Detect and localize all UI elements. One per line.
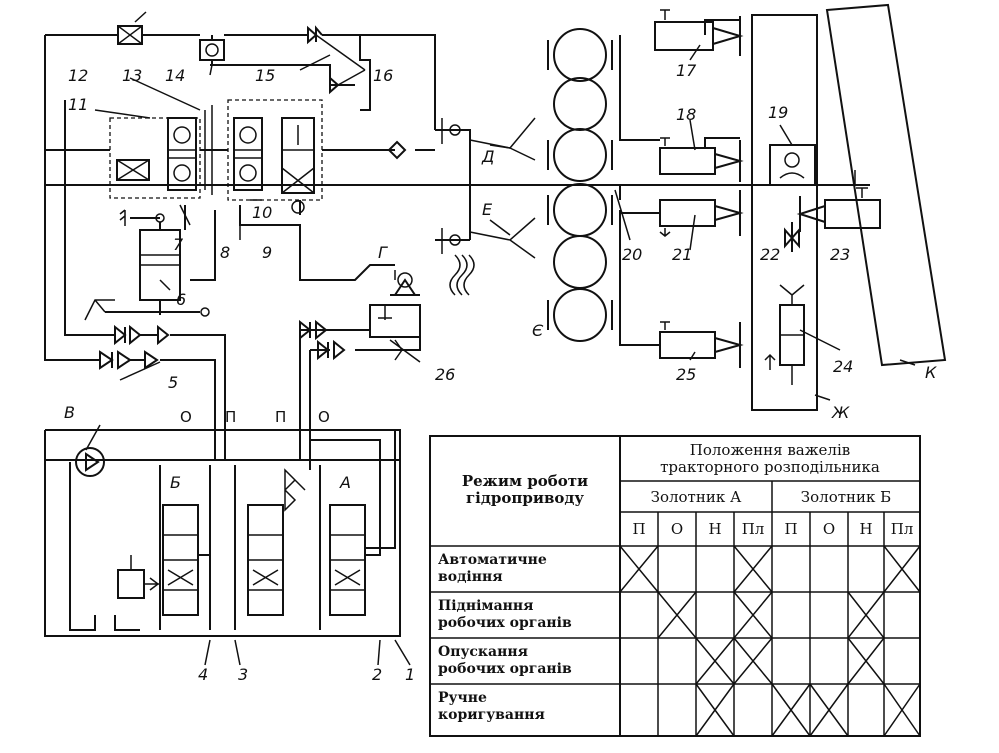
table-row-label: робочих органів — [438, 661, 572, 677]
label-6: 6 — [176, 290, 186, 309]
cylinder-6 — [84, 209, 210, 321]
label-O2: О — [318, 408, 330, 426]
label-16: 16 — [373, 66, 393, 85]
panel-zh-k — [620, 3, 947, 411]
label-10: 10 — [252, 203, 272, 222]
label-23: 23 — [830, 245, 850, 264]
table-column-header: П — [784, 520, 797, 538]
label-17: 17 — [676, 61, 697, 80]
label-5: 5 — [168, 373, 178, 392]
table-cross-mark — [847, 591, 885, 639]
label-14: 14 — [165, 66, 185, 85]
label-19: 19 — [768, 103, 788, 122]
table-header-mode-1: Режим роботи — [462, 472, 588, 490]
table-row-label: робочих органів — [438, 615, 572, 631]
cylinders-right — [620, 9, 744, 368]
label-25: 25 — [676, 365, 696, 384]
table-cross-mark — [695, 683, 735, 737]
table-header-positions-1: Положення важелів — [690, 441, 850, 459]
table-cross-mark — [883, 545, 921, 593]
table-cross-mark — [771, 683, 811, 737]
label-P2: П — [275, 408, 286, 426]
roller-stack — [547, 28, 660, 346]
table-cross-mark — [733, 545, 773, 593]
table-row-label: коригування — [438, 707, 545, 723]
table-row-label: Ручне — [438, 690, 487, 706]
label-spool-B: Б — [170, 473, 181, 492]
part-labels: 13 14 15 16 12 11 10 7 8 9 6 5 26 17 18 … — [64, 61, 937, 684]
table-cross-mark — [733, 637, 773, 685]
table-spool-b: Золотник Б — [801, 488, 891, 506]
main-pipelines — [44, 34, 621, 470]
table-header-positions-2: тракторного розподільника — [660, 458, 880, 476]
label-11: 11 — [68, 95, 88, 114]
label-B-cyr: В — [64, 403, 75, 422]
label-4: 4 — [198, 665, 208, 684]
label-Ye: Є — [532, 321, 544, 340]
table-marks — [619, 545, 921, 737]
table-column-header: Пл — [891, 520, 914, 538]
label-18: 18 — [676, 105, 696, 124]
table-column-header: Н — [708, 520, 721, 538]
table-spool-a: Золотник А — [651, 488, 742, 506]
label-9: 9 — [262, 243, 272, 262]
table-row-label: водіння — [438, 569, 503, 585]
table-row-label: Автоматичне — [438, 552, 547, 568]
label-7: 7 — [173, 235, 184, 254]
table-column-headers: П О Н Пл П О Н Пл — [632, 520, 913, 538]
table-header-mode-2: гідроприводу — [466, 489, 584, 507]
label-15: 15 — [255, 66, 275, 85]
table-column-header: О — [671, 520, 683, 538]
label-24: 24 — [833, 357, 853, 376]
label-26: 26 — [435, 365, 455, 384]
table-row-label: Опускання — [438, 644, 528, 660]
label-O1: О — [180, 408, 192, 426]
label-3: 3 — [238, 665, 248, 684]
label-2: 2 — [372, 665, 382, 684]
label-P1: П — [225, 408, 236, 426]
label-13: 13 — [122, 66, 142, 85]
table-row-label: Піднімання — [438, 598, 534, 614]
label-22: 22 — [760, 245, 780, 264]
table-column-header: П — [632, 520, 645, 538]
label-G: Г — [378, 243, 388, 262]
table-cross-mark — [847, 637, 885, 685]
label-spool-A: А — [339, 473, 351, 492]
table-column-header: Н — [859, 520, 872, 538]
label-20: 20 — [622, 245, 642, 264]
table-cross-mark — [619, 545, 659, 593]
modes-table: Режим роботи гідроприводу Положення важе… — [429, 435, 921, 737]
block-11-12 — [109, 99, 323, 214]
label-D: Д — [481, 147, 495, 166]
label-E: Е — [482, 200, 493, 219]
table-cross-mark — [809, 683, 849, 737]
table-column-header: Пл — [742, 520, 765, 538]
label-8: 8 — [220, 243, 230, 262]
table-cross-mark — [733, 591, 773, 639]
distributor — [44, 424, 411, 666]
table-cross-mark — [695, 637, 735, 685]
table-column-header: О — [823, 520, 835, 538]
label-Zh: Ж — [831, 403, 850, 422]
label-12: 12 — [68, 66, 88, 85]
label-K: К — [925, 363, 937, 382]
label-1: 1 — [405, 665, 415, 684]
table-cross-mark — [657, 591, 697, 639]
check-valves — [99, 304, 421, 381]
sensors — [390, 117, 536, 296]
table-cross-mark — [883, 683, 921, 737]
top-valves — [117, 11, 407, 160]
leaders — [94, 44, 916, 401]
label-21: 21 — [672, 245, 692, 264]
